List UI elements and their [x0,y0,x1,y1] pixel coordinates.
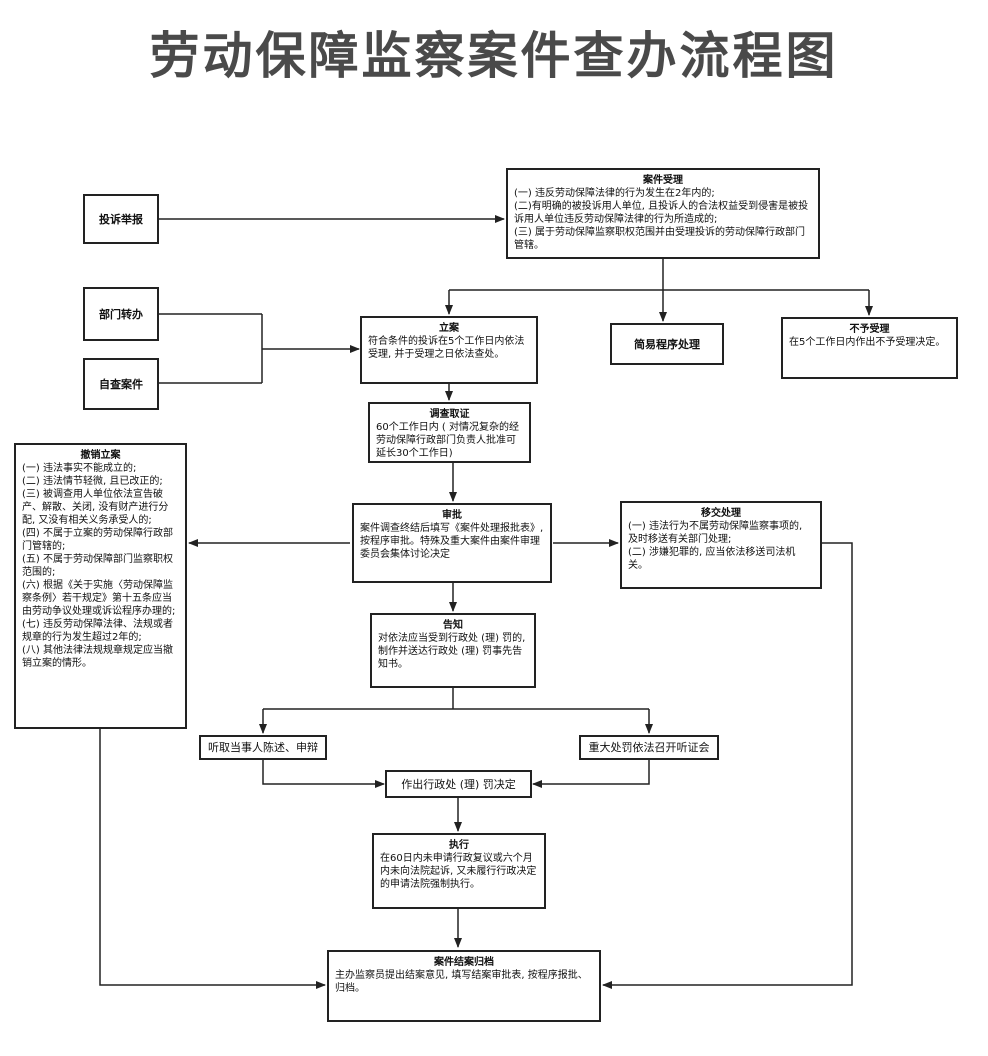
approval-box: 审批 案件调查终结后填写《案件处理报批表》, 按程序审批。特殊及重大案件由案件审… [352,503,552,583]
self-check-label: 自查案件 [99,377,143,391]
closing-box: 案件结案归档 主办监察员提出结案意见, 填写结案审批表, 按程序报批、归档。 [327,950,601,1022]
revoke-body: (一) 违法事实不能成立的; (二) 违法情节轻微, 且已改正的; (三) 被调… [22,463,176,669]
complaint-label: 投诉举报 [99,212,143,226]
reject-box: 不予受理 在5个工作日内作出不予受理决定。 [781,317,958,379]
approval-title: 审批 [442,510,462,521]
line-transfer-to-closing [602,542,853,989]
referral-box: 部门转办 [83,287,159,341]
filing-box: 立案 符合条件的投诉在5个工作日内依法受理, 并于受理之日依法查处。 [360,316,538,384]
page-title: 劳动保障监察案件查办流程图 [149,27,839,85]
revoke-title: 撤销立案 [80,450,121,461]
simple-procedure-label: 简易程序处理 [634,337,700,351]
reject-body: 在5个工作日内作出不予受理决定。 [789,337,946,348]
execution-title: 执行 [449,840,469,851]
closing-body: 主办监察员提出结案意见, 填写结案审批表, 按程序报批、归档。 [335,970,588,994]
line-revoke-to-closing [99,729,326,989]
execution-body: 在60日内未申请行政复议或六个月内未向法院起诉, 又未履行行政决定的申请法院强制… [380,853,537,890]
acceptance-box: 案件受理 (一) 违反劳动保障法律的行为发生在2年内的; (二)有明确的被投诉用… [506,168,820,259]
hearing-box: 重大处罚依法召开听证会 [579,735,719,760]
acceptance-title: 案件受理 [643,175,683,186]
revoke-box: 撤销立案 (一) 违法事实不能成立的; (二) 违法情节轻微, 且已改正的; (… [14,443,187,729]
simple-procedure-box: 简易程序处理 [610,323,724,365]
notice-body: 对依法应当受到行政处 (理) 罚的, 制作并送达行政处 (理) 罚事先告知书。 [378,633,526,670]
acceptance-body: (一) 违反劳动保障法律的行为发生在2年内的; (二)有明确的被投诉用人单位, … [514,188,809,251]
line-statement-to-decision [262,760,385,788]
transfer-body: (一) 违法行为不属劳动保障监察事项的, 及时移送有关部门处理; (二) 涉嫌犯… [628,521,803,571]
statement-label: 听取当事人陈述、申辩 [208,741,318,754]
decision-label: 作出行政处 (理) 罚决定 [401,777,516,791]
transfer-title: 移交处理 [701,508,741,519]
statement-box: 听取当事人陈述、申辩 [199,735,327,760]
investigation-body: 60个工作日内 ( 对情况复杂的经劳动保障行政部门负责人批准可延长30个工作日) [376,422,519,459]
reject-title: 不予受理 [849,324,890,335]
approval-body: 案件调查终结后填写《案件处理报批表》, 按程序审批。特殊及重大案件由案件审理委员… [360,523,544,560]
notice-box: 告知 对依法应当受到行政处 (理) 罚的, 制作并送达行政处 (理) 罚事先告知… [370,613,536,688]
investigation-box: 调查取证 60个工作日内 ( 对情况复杂的经劳动保障行政部门负责人批准可延长30… [368,402,531,463]
decision-box: 作出行政处 (理) 罚决定 [385,770,532,798]
line-major-to-decision [532,760,650,788]
filing-title: 立案 [439,323,459,334]
closing-title: 案件结案归档 [434,957,494,968]
complaint-box: 投诉举报 [83,194,159,244]
notice-title: 告知 [443,620,463,631]
referral-label: 部门转办 [99,307,143,321]
self-check-box: 自查案件 [83,358,159,410]
execution-box: 执行 在60日内未申请行政复议或六个月内未向法院起诉, 又未履行行政决定的申请法… [372,833,546,909]
filing-body: 符合条件的投诉在5个工作日内依法受理, 并于受理之日依法查处。 [368,336,525,360]
investigation-title: 调查取证 [429,409,470,420]
hearing-label: 重大处罚依法召开听证会 [588,741,710,754]
transfer-box: 移交处理 (一) 违法行为不属劳动保障监察事项的, 及时移送有关部门处理; (二… [620,501,822,589]
